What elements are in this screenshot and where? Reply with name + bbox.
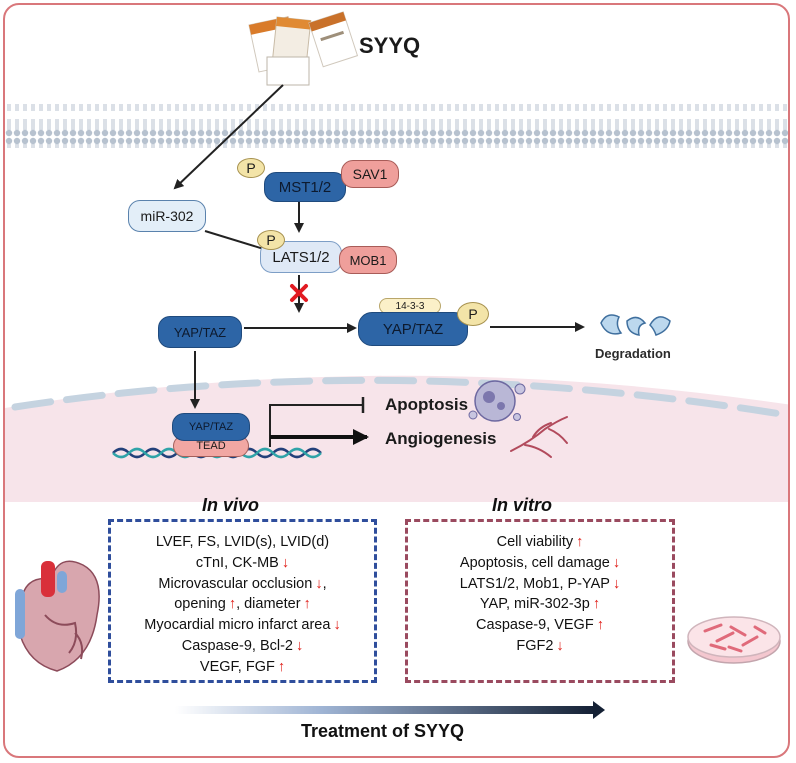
- in-vivo-line-2: cTnI, CK-MB↓: [195, 554, 290, 571]
- arrow-syyq-to-mir302: [173, 84, 284, 190]
- drug-box-icon: [248, 11, 359, 86]
- down-arrow-icon: ↓: [556, 637, 564, 654]
- down-arrow-icon: ↓: [612, 554, 621, 571]
- up-arrow-icon: ↑: [596, 617, 604, 634]
- yaptaz-phospho-node: YAP/TAZ: [358, 312, 468, 346]
- mst12-node: MST1/2: [264, 172, 346, 202]
- in-vitro-line-1: Cell viability↑: [496, 534, 584, 550]
- down-arrow-icon: ↓: [281, 554, 290, 571]
- in-vivo-line-4: opening↑, diameter↑: [174, 596, 311, 613]
- heart-icon: [15, 560, 100, 672]
- up-arrow-icon: ↑: [303, 596, 311, 613]
- in-vitro-line-5: Caspase-9, VEGF↑: [476, 617, 604, 634]
- in-vitro-line-6: FGF2↓: [516, 637, 564, 654]
- in-vitro-line-3: LATS1/2, Mob1, P-YAP↓: [459, 575, 621, 592]
- phospho-marker: P: [457, 302, 489, 326]
- mir302-node: miR-302: [128, 200, 206, 232]
- in-vivo-line-1: LVEF, FS, LVID(s), LVID(d): [155, 534, 330, 550]
- pathway-diagram: [5, 11, 788, 719]
- cell-membrane: [5, 104, 788, 148]
- in-vivo-line-7: VEGF, FGF↑: [199, 658, 286, 675]
- in-vivo-findings-box: LVEF, FS, LVID(s), LVID(d) cTnI, CK-MB↓ …: [108, 519, 377, 683]
- in-vivo-line-6: Caspase-9, Bcl-2↓: [181, 637, 304, 654]
- in-vivo-line-5: Myocardial micro infarct area↓: [144, 617, 341, 634]
- in-vitro-line-4: YAP, miR-302-3p↑: [479, 596, 601, 613]
- down-arrow-icon: ↓: [333, 617, 341, 634]
- up-arrow-icon: ↑: [277, 658, 286, 675]
- treatment-label: Treatment of SYYQ: [301, 721, 465, 741]
- phospho-marker: P: [257, 230, 285, 250]
- treatment-gradient-arrow: [175, 701, 605, 719]
- yaptaz-nuclear-node: YAP/TAZ: [172, 413, 250, 441]
- mob1-node: MOB1: [339, 246, 397, 274]
- drug-title: SYYQ: [359, 33, 421, 58]
- nucleus-region: [5, 375, 788, 502]
- up-arrow-icon: ↑: [592, 596, 601, 613]
- yaptaz-cytoplasm-node: YAP/TAZ: [158, 316, 242, 348]
- up-arrow-icon: ↑: [228, 596, 237, 613]
- in-vitro-line-2: Apoptosis, cell damage↓: [459, 554, 621, 571]
- apoptosis-label: Apoptosis: [385, 395, 469, 414]
- in-vivo-line-3: Microvascular occlusion↓,: [158, 575, 327, 592]
- in-vitro-title: In vitro: [492, 495, 553, 515]
- lats12-node: LATS1/2: [260, 241, 342, 273]
- inhibit-mir302-lats: [204, 230, 268, 251]
- in-vitro-findings-box: Cell viability↑ Apoptosis, cell damage↓ …: [405, 519, 675, 683]
- figure-frame: SYYQ miR-302 MST1/2 P SAV1 LATS1/2 P MOB…: [3, 3, 790, 758]
- down-arrow-icon: ↓: [295, 637, 304, 654]
- up-arrow-icon: ↑: [576, 534, 584, 550]
- down-arrow-icon: ↓: [612, 575, 621, 592]
- petri-dish-icon: [687, 616, 781, 664]
- angiogenesis-label: Angiogenesis: [385, 429, 497, 448]
- sav1-node: SAV1: [341, 160, 399, 188]
- degradation-fragments-icon: [600, 314, 671, 336]
- in-vivo-title: In vivo: [202, 495, 260, 515]
- nuclear-envelope: [11, 376, 788, 419]
- inhibit-apoptosis-line: [269, 404, 363, 447]
- phospho-marker: P: [237, 158, 265, 178]
- apoptotic-cell-icon: [468, 380, 526, 422]
- degradation-label: Degradation: [595, 346, 671, 361]
- down-arrow-icon: ↓: [315, 575, 323, 592]
- blood-vessel-icon: [510, 416, 568, 458]
- blocked-x-icon: [290, 284, 308, 302]
